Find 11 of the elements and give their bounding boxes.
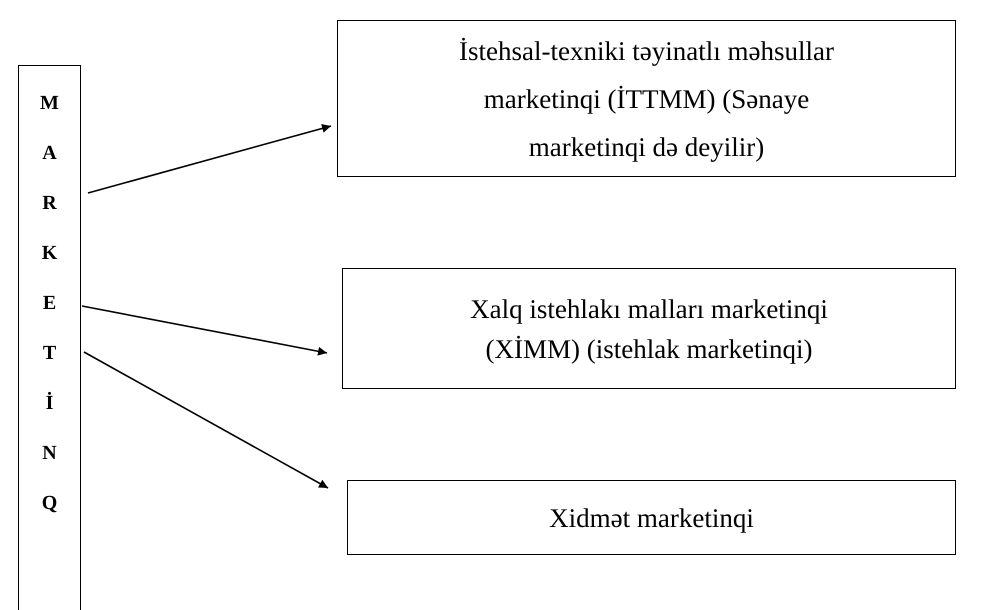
category-text: Xidmət marketinqi (549, 502, 754, 534)
category-box (347, 480, 956, 555)
arrow (82, 305, 328, 356)
vertical-title: MARKETİNQ (40, 91, 60, 516)
arrow (84, 351, 328, 489)
category-box (342, 268, 956, 389)
arrow (88, 124, 332, 194)
category-box (337, 20, 956, 177)
category-text: Xalq istehlakı malları marketinqi (XİMM) (istehlak marketinqi) (469, 292, 829, 366)
vertical-box (18, 65, 81, 610)
category-text: İstehsal-texniki təyinatlı məhsullar marketinqi (İTTMM) (Sənaye marketinqi də deyilir) (458, 34, 835, 164)
